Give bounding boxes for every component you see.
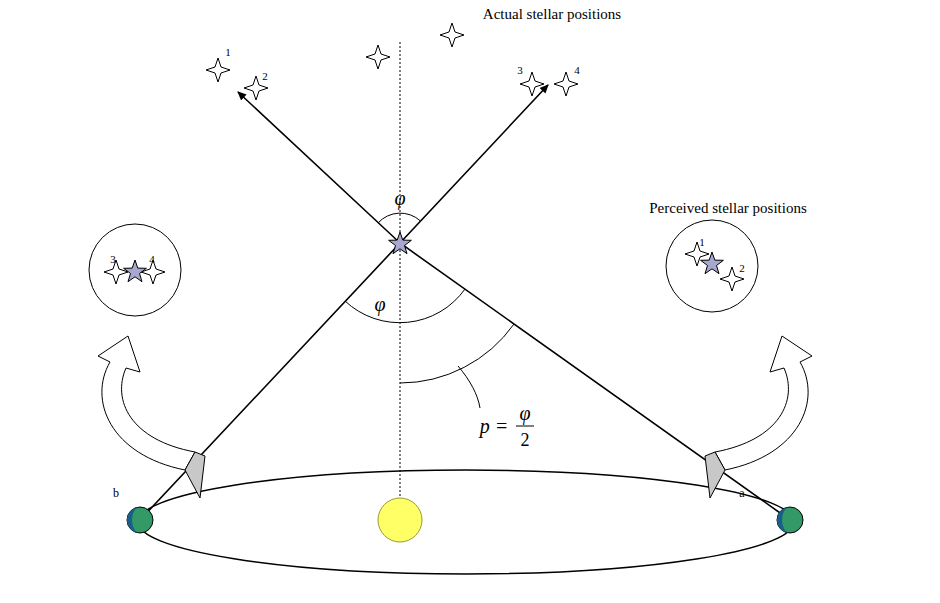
star-number: 3 <box>517 65 523 76</box>
parallax-formula: p = <box>480 416 509 436</box>
parallax-formula: φ <box>519 403 530 423</box>
star-number: 1 <box>699 237 705 248</box>
parallax-formula: 2 <box>521 431 530 449</box>
star-number: 2 <box>739 263 745 274</box>
star-number: 4 <box>149 254 155 265</box>
star-number: 4 <box>574 65 580 76</box>
earth-position-label: b <box>113 487 119 499</box>
heading-label: Perceived stellar positions <box>649 201 806 216</box>
angle-symbol: φ <box>374 294 385 314</box>
earth-position-label: a <box>739 487 744 499</box>
star-number: 2 <box>262 71 268 82</box>
star-number: 3 <box>110 254 116 265</box>
heading-label: Actual stellar positions <box>483 7 621 22</box>
angle-symbol: φ <box>394 188 405 208</box>
star-number: 1 <box>225 47 231 58</box>
